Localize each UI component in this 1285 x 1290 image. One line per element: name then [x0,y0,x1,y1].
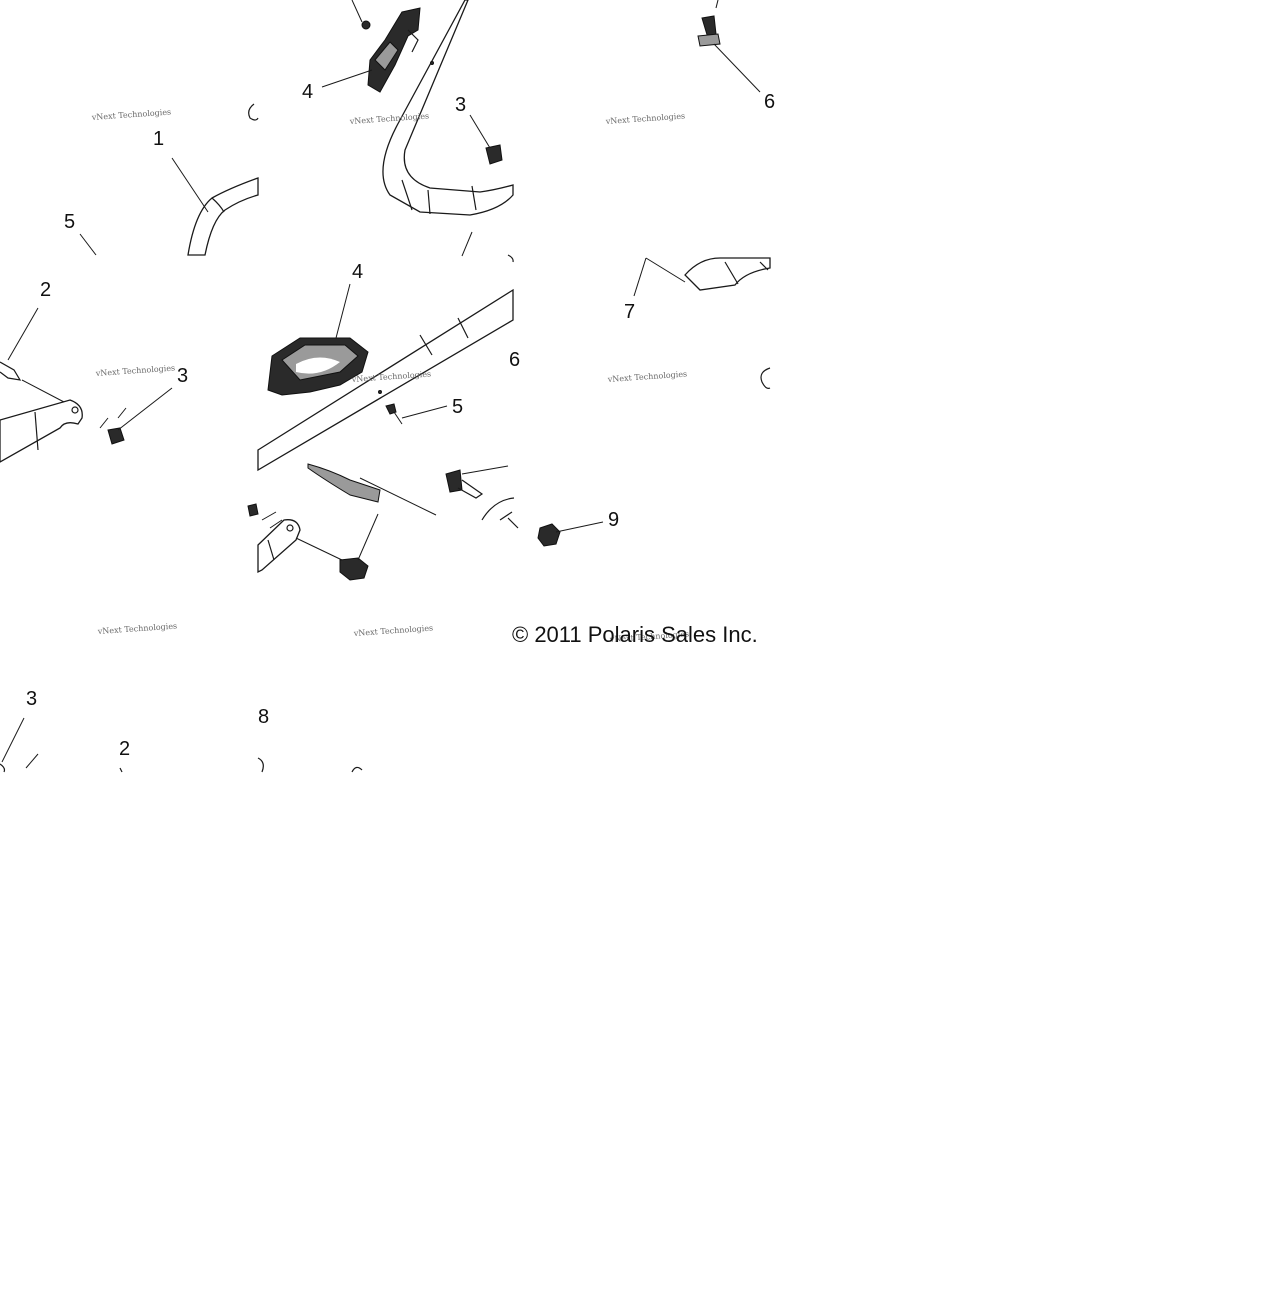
tile-middle-right: 7 [624,257,771,389]
callout-4-mid: 4 [352,261,363,283]
callout-7: 7 [624,301,635,323]
copyright-notice: © 2011 Polaris Sales Inc. [512,622,758,647]
watermark-3: vNext Technologies [605,111,686,126]
tile-top-right: 6 [697,0,775,113]
tile-center: 4 5 6 [257,254,520,472]
callout-5-mid: 5 [452,396,463,418]
watermark-6: vNext Technologies [607,369,688,384]
watermark-4: vNext Technologies [95,363,176,378]
callout-9: 9 [608,509,619,531]
watermark-1: vNext Technologies [91,107,172,122]
watermark-8: vNext Technologies [353,623,434,638]
watermark-2: vNext Technologies [349,111,430,126]
tile-top-center: 4 3 [302,0,514,257]
callout-5-left: 5 [64,211,75,233]
tile-lower-right: 9 [537,509,619,547]
callout-6-mid: 6 [509,349,520,371]
watermark-7: vNext Technologies [97,621,178,636]
callout-3-top: 3 [455,94,466,116]
callout-6-top: 6 [764,91,775,113]
callout-8: 8 [258,706,269,728]
callout-3-bottom: 3 [26,688,37,710]
callout-1: 1 [153,128,164,150]
tile-bottom: 3 2 8 [0,688,363,773]
callout-2-mid: 2 [40,279,51,301]
callout-4-top: 4 [302,81,313,103]
callout-3-mid: 3 [177,365,188,387]
tile-middle-left: 2 3 [0,279,188,463]
tile-lower-center [247,463,519,581]
tile-top-left: 1 5 [64,103,259,256]
callout-2-bottom: 2 [119,738,130,760]
